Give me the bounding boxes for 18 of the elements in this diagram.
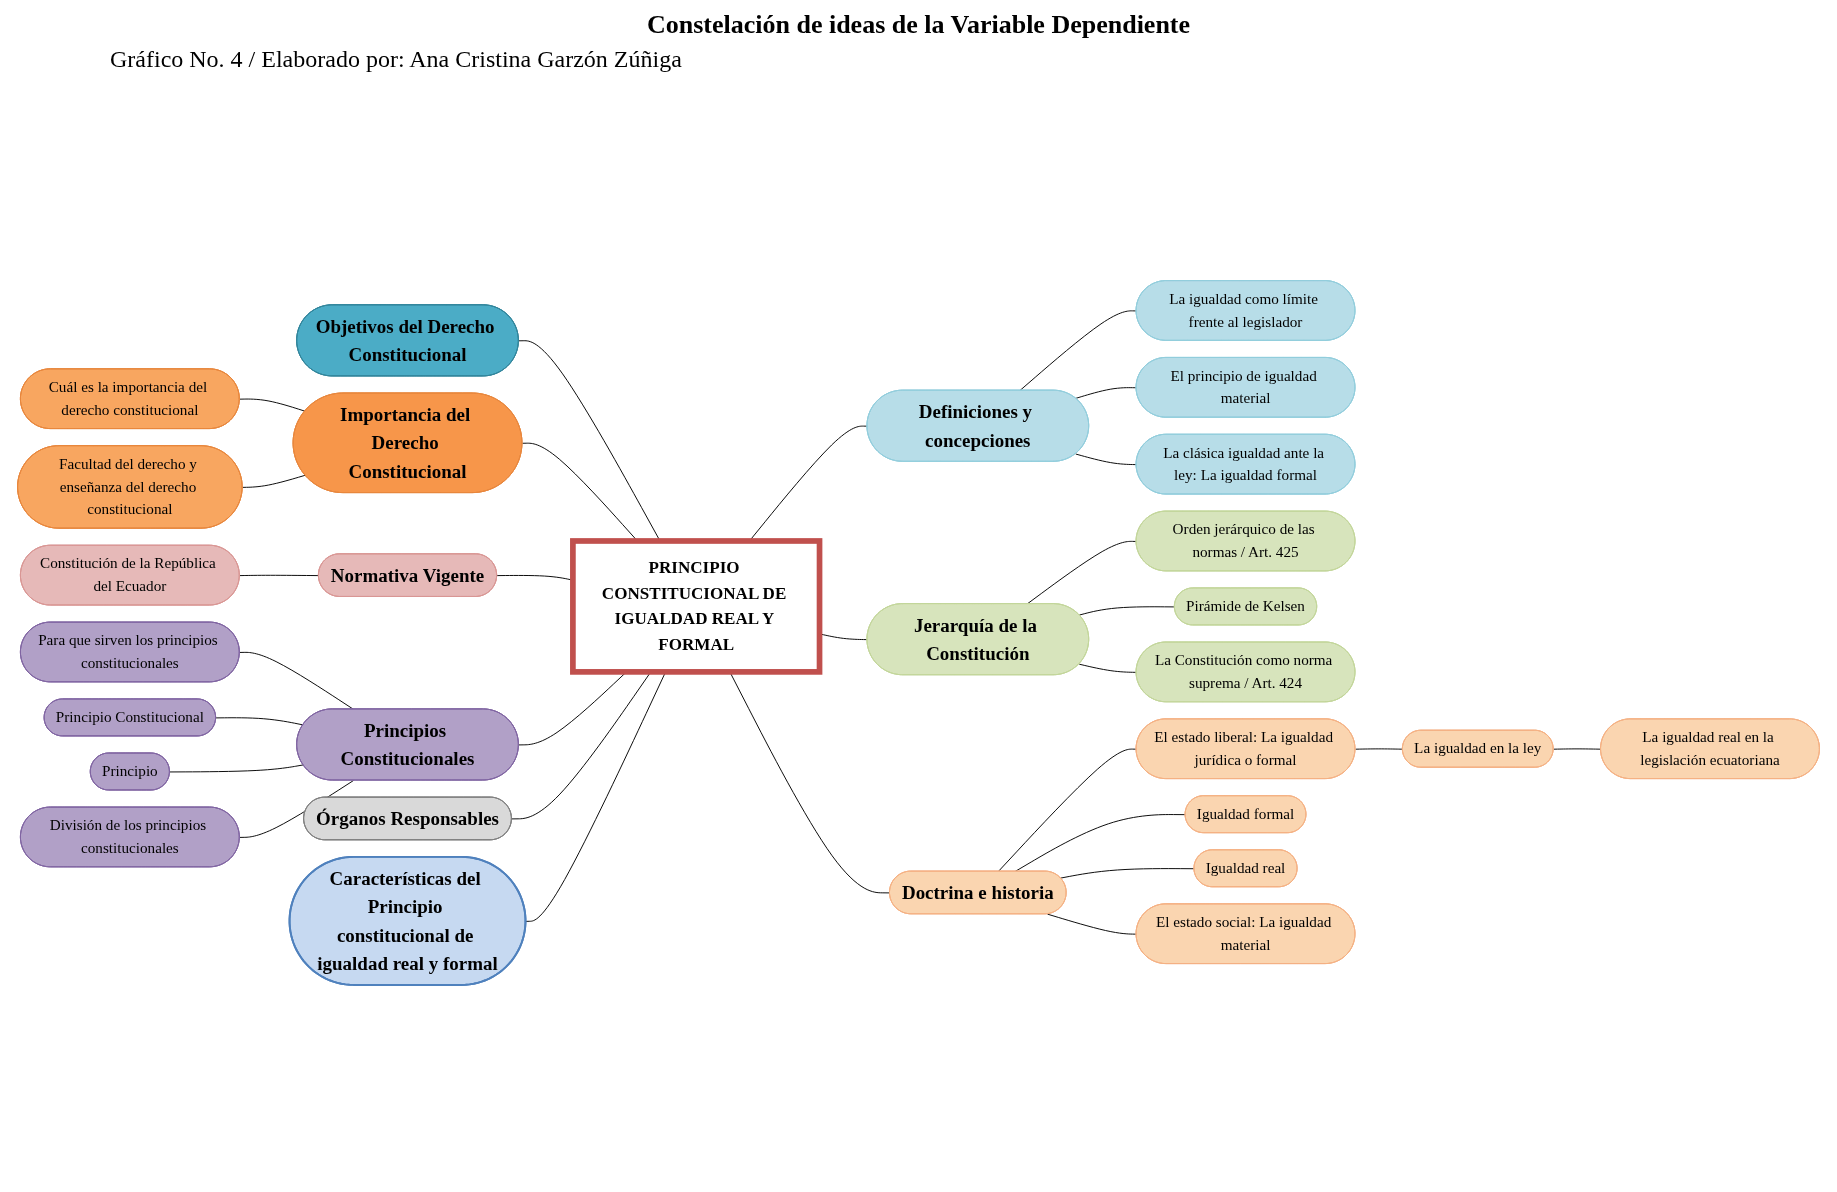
connector	[1075, 386, 1138, 399]
connector	[997, 748, 1138, 872]
title: Constelación de ideas de la Variable Dependiente	[646, 10, 1191, 40]
connector	[1078, 663, 1138, 673]
connector	[1075, 453, 1138, 465]
connector	[239, 651, 354, 710]
connector	[1026, 540, 1138, 605]
connector	[239, 398, 306, 412]
connector	[1047, 913, 1138, 935]
connector	[169, 764, 304, 773]
connector	[1078, 606, 1176, 616]
connector	[239, 574, 320, 576]
connector	[215, 717, 304, 726]
connector	[1060, 867, 1195, 879]
node-box: PRINCIPIO CONSTITUCIONAL DE IGUALDAD REAL Y FORMAL	[570, 537, 823, 675]
connector	[1019, 310, 1138, 391]
connector	[242, 474, 306, 488]
author-note: Gráfico No. 4 / Elaborado por: Ana Cristina Garzón Zúñiga	[110, 46, 682, 73]
